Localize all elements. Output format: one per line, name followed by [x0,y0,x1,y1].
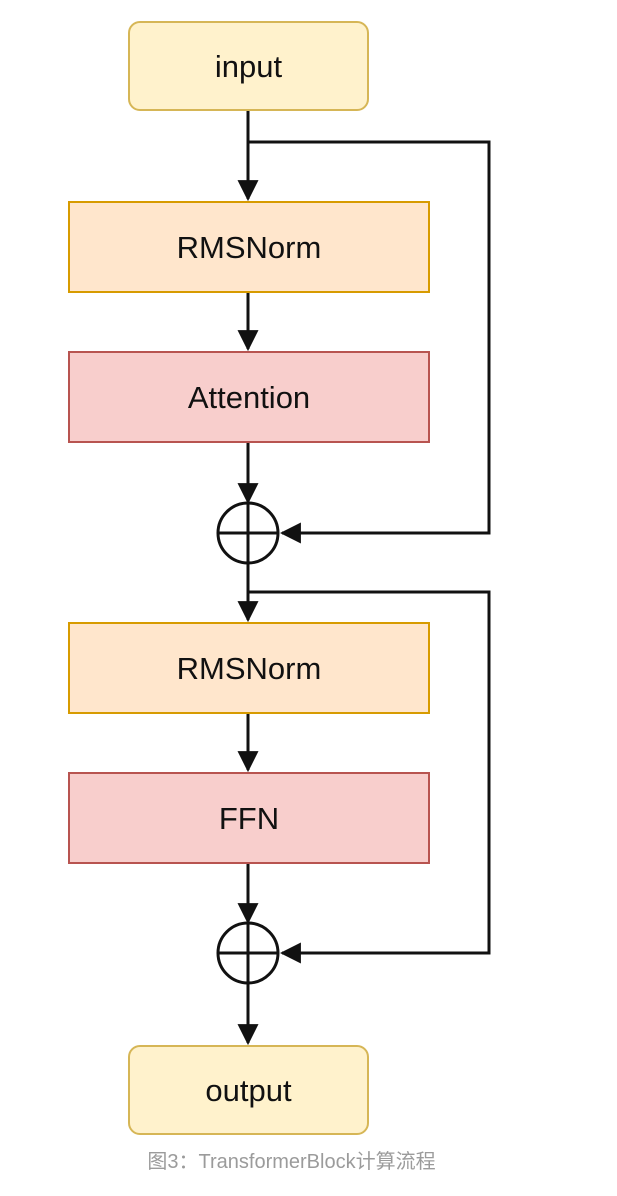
output-node: output [128,1045,369,1135]
residual-edge-2 [248,590,491,964]
attention-node: Attention [68,351,430,443]
rmsnorm-2-label: RMSNorm [176,650,322,686]
add-node-2 [216,921,280,985]
rmsnorm-node-2: RMSNorm [68,622,430,714]
rmsnorm-1-label: RMSNorm [176,229,322,265]
output-label: output [205,1072,292,1108]
ffn-node: FFN [68,772,430,864]
figure-caption: 图3：TransformerBlock计算流程 [147,1151,436,1173]
rmsnorm-node-1: RMSNorm [68,201,430,293]
input-node: input [128,21,369,111]
ffn-label: FFN [218,800,280,836]
residual-edge-1 [248,140,491,544]
input-label: input [214,48,283,84]
attention-label: Attention [187,379,311,415]
add-node-1 [216,501,280,565]
